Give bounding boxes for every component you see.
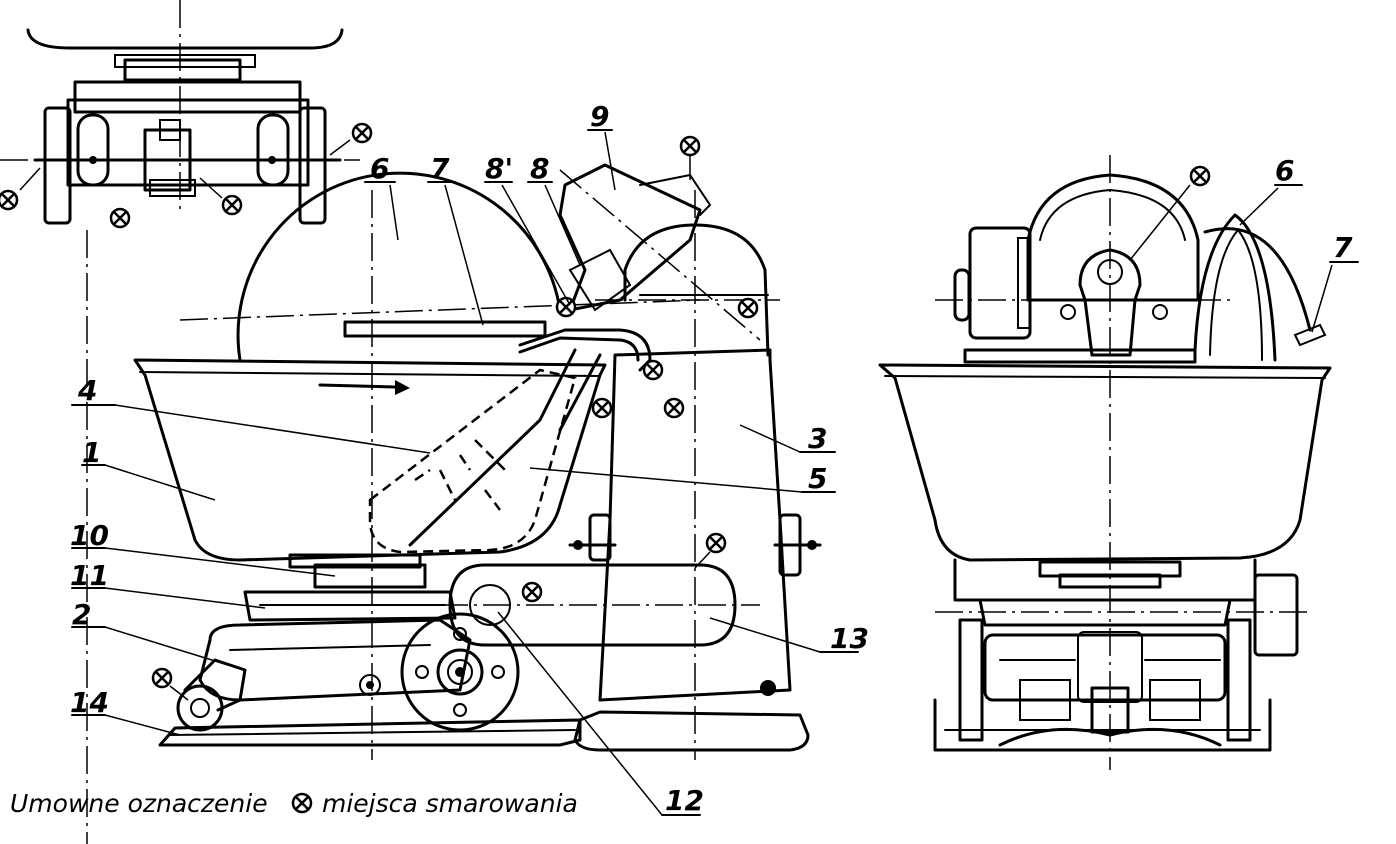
spindle-10	[313, 563, 427, 589]
label-3: 3	[808, 422, 827, 455]
caption-before: Umowne oznaczenie	[10, 789, 268, 818]
cover-7	[343, 320, 547, 338]
lubrication-point-icon	[151, 667, 173, 689]
label-8: 8	[530, 152, 549, 185]
lubrication-point-icon	[555, 296, 577, 318]
lubrication-point-icon	[737, 297, 759, 319]
lubrication-point-icon	[221, 194, 243, 216]
label-8-prime: 8'	[485, 152, 513, 185]
part-numbers: 4 1 10 11 2 14 6 7 8' 8 9 3 5 13 12 6 7	[70, 100, 1353, 817]
label-side-6: 6	[1275, 154, 1294, 187]
label-1: 1	[82, 436, 101, 469]
lubrication-point-icon	[642, 359, 664, 381]
label-5: 5	[808, 462, 827, 495]
label-13: 13	[830, 622, 869, 655]
column-3	[598, 348, 792, 702]
label-side-7: 7	[1333, 231, 1353, 264]
leader-lines	[71, 129, 1359, 816]
label-10: 10	[70, 519, 109, 552]
lubrication-point-icon	[679, 135, 701, 157]
lubrication-point-icon	[1189, 165, 1211, 187]
lubrication-point-icon	[109, 207, 131, 229]
lubrication-point-icon	[521, 581, 543, 603]
lubrication-point-icon	[0, 189, 19, 211]
label-7: 7	[430, 152, 450, 185]
label-11: 11	[70, 559, 109, 592]
label-6: 6	[370, 152, 389, 185]
label-14: 14	[70, 686, 109, 719]
lubrication-point-icon	[351, 122, 373, 144]
pulley-12	[400, 612, 520, 732]
plan-view	[0, 0, 373, 229]
side-view	[133, 135, 822, 760]
label-4: 4	[77, 374, 97, 407]
lubrication-point-icon	[591, 397, 613, 419]
caption-after: miejsca smarowania	[322, 789, 578, 818]
label-2: 2	[72, 598, 91, 631]
label-12: 12	[665, 784, 704, 817]
base-14	[158, 718, 582, 747]
lubrication-point-icon	[705, 532, 727, 554]
label-9: 9	[590, 100, 609, 133]
lubrication-point-icon	[291, 792, 313, 814]
column-top	[623, 223, 770, 357]
front-view	[878, 155, 1332, 770]
table-11	[243, 590, 457, 622]
legend-caption: Umowne oznaczenie miejsca smarowania	[10, 789, 578, 818]
frame-2	[198, 618, 472, 702]
trough-1	[133, 358, 607, 562]
lubrication-point-icon	[663, 397, 685, 419]
wheel-6	[236, 171, 562, 362]
belt-13	[448, 563, 737, 647]
